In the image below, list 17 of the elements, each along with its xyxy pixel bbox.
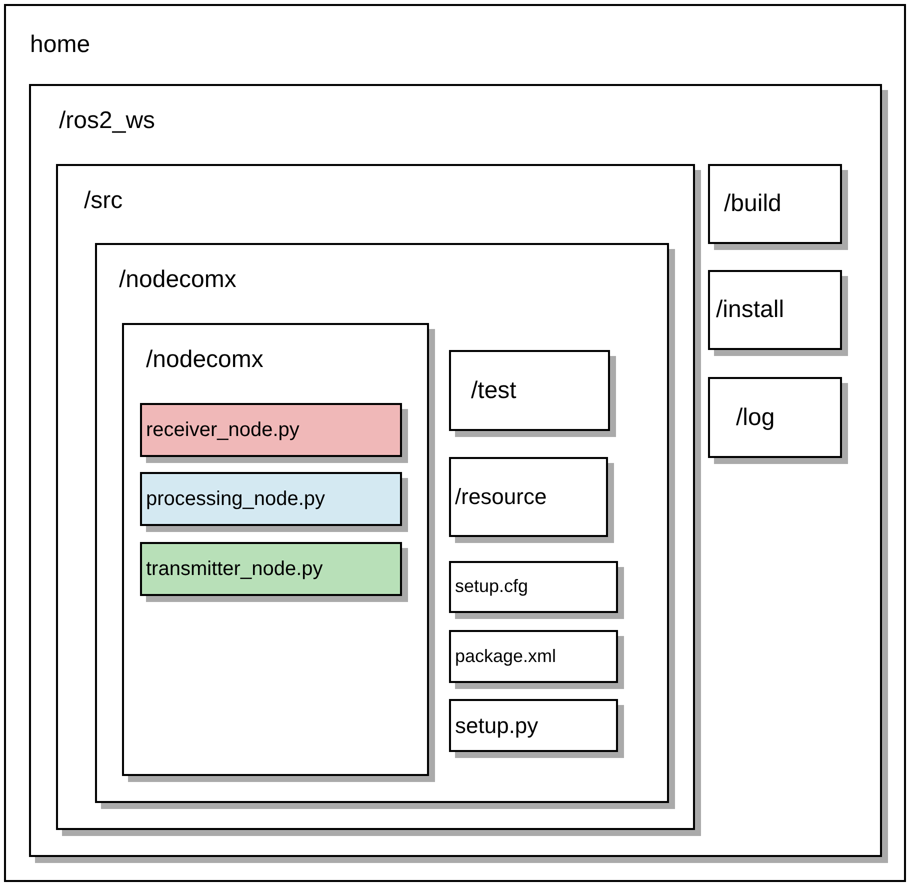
- file-label: /log: [736, 404, 775, 431]
- file-label: receiver_node.py: [146, 419, 300, 441]
- file-label: transmitter_node.py: [146, 558, 323, 580]
- file-label: processing_node.py: [146, 488, 326, 510]
- folder-label: /nodecomx: [146, 347, 264, 374]
- file-label: setup.cfg: [455, 577, 528, 597]
- folder-label: /src: [84, 188, 123, 214]
- file-label: package.xml: [455, 646, 556, 666]
- folder-label: home: [30, 32, 90, 58]
- folder-box: [4, 4, 906, 882]
- file-label: /test: [471, 377, 516, 404]
- file-label: setup.py: [455, 713, 538, 738]
- folder-label: /nodecomx: [119, 267, 236, 294]
- folder-label: /ros2_ws: [59, 108, 156, 134]
- file-label: /install: [716, 296, 784, 324]
- file-label: /resource: [455, 484, 547, 510]
- file-label: /build: [724, 190, 782, 218]
